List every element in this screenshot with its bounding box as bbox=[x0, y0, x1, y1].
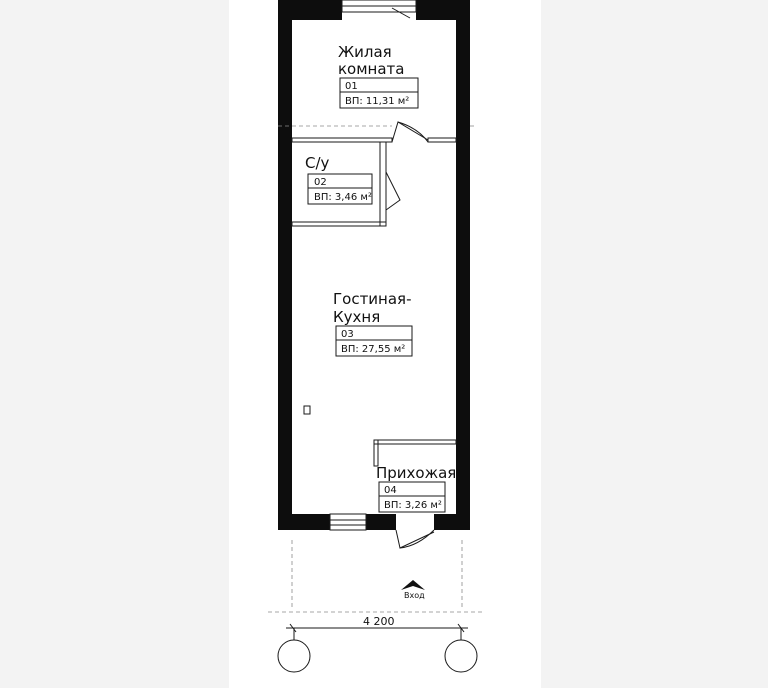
top-window bbox=[341, 0, 417, 19]
room-04-area: ВП: 3,26 м² bbox=[384, 500, 442, 511]
extension-lines bbox=[268, 540, 484, 613]
bathroom-walls bbox=[291, 141, 401, 227]
room-02-label: С/у 02 ВП: 3,46 м² bbox=[305, 154, 373, 205]
bottom-window bbox=[329, 513, 367, 531]
axis-bubble-right bbox=[444, 639, 478, 673]
room-01-name-line2: комната bbox=[338, 60, 404, 78]
room-02-name: С/у bbox=[305, 154, 330, 172]
partition-01 bbox=[278, 121, 476, 143]
entrance-arrow-icon bbox=[401, 580, 425, 590]
entrance-label: Вход bbox=[404, 591, 425, 600]
wall-socket bbox=[303, 405, 311, 415]
entrance-door bbox=[395, 529, 435, 549]
room-03-number: 03 bbox=[341, 329, 354, 340]
axis-bubble-left bbox=[277, 639, 311, 673]
room-03-label: Гостиная- Кухня 03 ВП: 27,55 м² bbox=[333, 290, 413, 357]
width-dimension: 4 200 bbox=[286, 615, 468, 633]
hallway-walls bbox=[373, 439, 457, 467]
room-03-area: ВП: 27,55 м² bbox=[341, 344, 405, 355]
room-04-number: 04 bbox=[384, 485, 397, 496]
room-01-label: Жилая комната 01 ВП: 11,31 м² bbox=[338, 43, 419, 109]
axis-markers bbox=[277, 628, 478, 673]
width-dimension-label: 4 200 bbox=[363, 615, 395, 628]
room-04-name: Прихожая bbox=[376, 464, 456, 482]
exterior-walls bbox=[278, 0, 470, 530]
room-03-name-line2: Кухня bbox=[333, 308, 380, 326]
room-01-number: 01 bbox=[345, 81, 358, 92]
room-03-name-line1: Гостиная- bbox=[333, 290, 412, 308]
room-04-label: Прихожая 04 ВП: 3,26 м² bbox=[376, 464, 456, 513]
room-02-number: 02 bbox=[314, 177, 327, 188]
room-01-name-line1: Жилая bbox=[338, 43, 392, 61]
entrance-marker: Вход bbox=[401, 580, 425, 600]
room-01-area: ВП: 11,31 м² bbox=[345, 96, 409, 107]
room-02-area: ВП: 3,46 м² bbox=[314, 192, 372, 203]
